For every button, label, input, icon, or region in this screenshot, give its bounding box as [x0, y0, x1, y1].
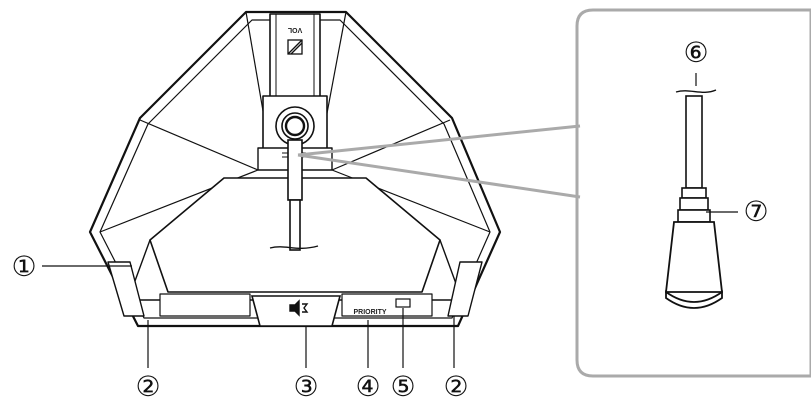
volume-knob-icon [287, 39, 303, 55]
callout-1: ① [11, 250, 36, 283]
light-bar-right [447, 261, 483, 317]
callout-2-left: ② [135, 370, 160, 403]
callout-2-right: ② [443, 370, 468, 403]
priority-label: PRIORITY [353, 309, 386, 316]
volume-control[interactable]: VOL [287, 26, 303, 55]
callout-3: ③ [293, 370, 318, 403]
mic-indicator-ring [677, 187, 711, 223]
priority-indicator-led [395, 298, 411, 308]
callout-7: ⑦ [743, 195, 768, 228]
light-bar-left [107, 261, 145, 317]
callouts: ① ② ③ ④ ⑤ ② ⑥ ⑦ [11, 36, 768, 403]
priority-button[interactable]: PRIORITY [353, 309, 386, 316]
talk-button[interactable] [250, 295, 342, 327]
callout-6: ⑥ [683, 36, 708, 69]
callout-4: ④ [355, 370, 380, 403]
callout-leaders [42, 73, 738, 368]
microphone-head [664, 221, 724, 309]
speaker-talk-icon [289, 299, 309, 317]
volume-label: VOL [287, 26, 302, 33]
console-unit [88, 10, 502, 328]
microphone-zoom-inset [575, 8, 811, 378]
callout-5: ⑤ [390, 370, 415, 403]
zoom-leader-lines [297, 124, 581, 199]
